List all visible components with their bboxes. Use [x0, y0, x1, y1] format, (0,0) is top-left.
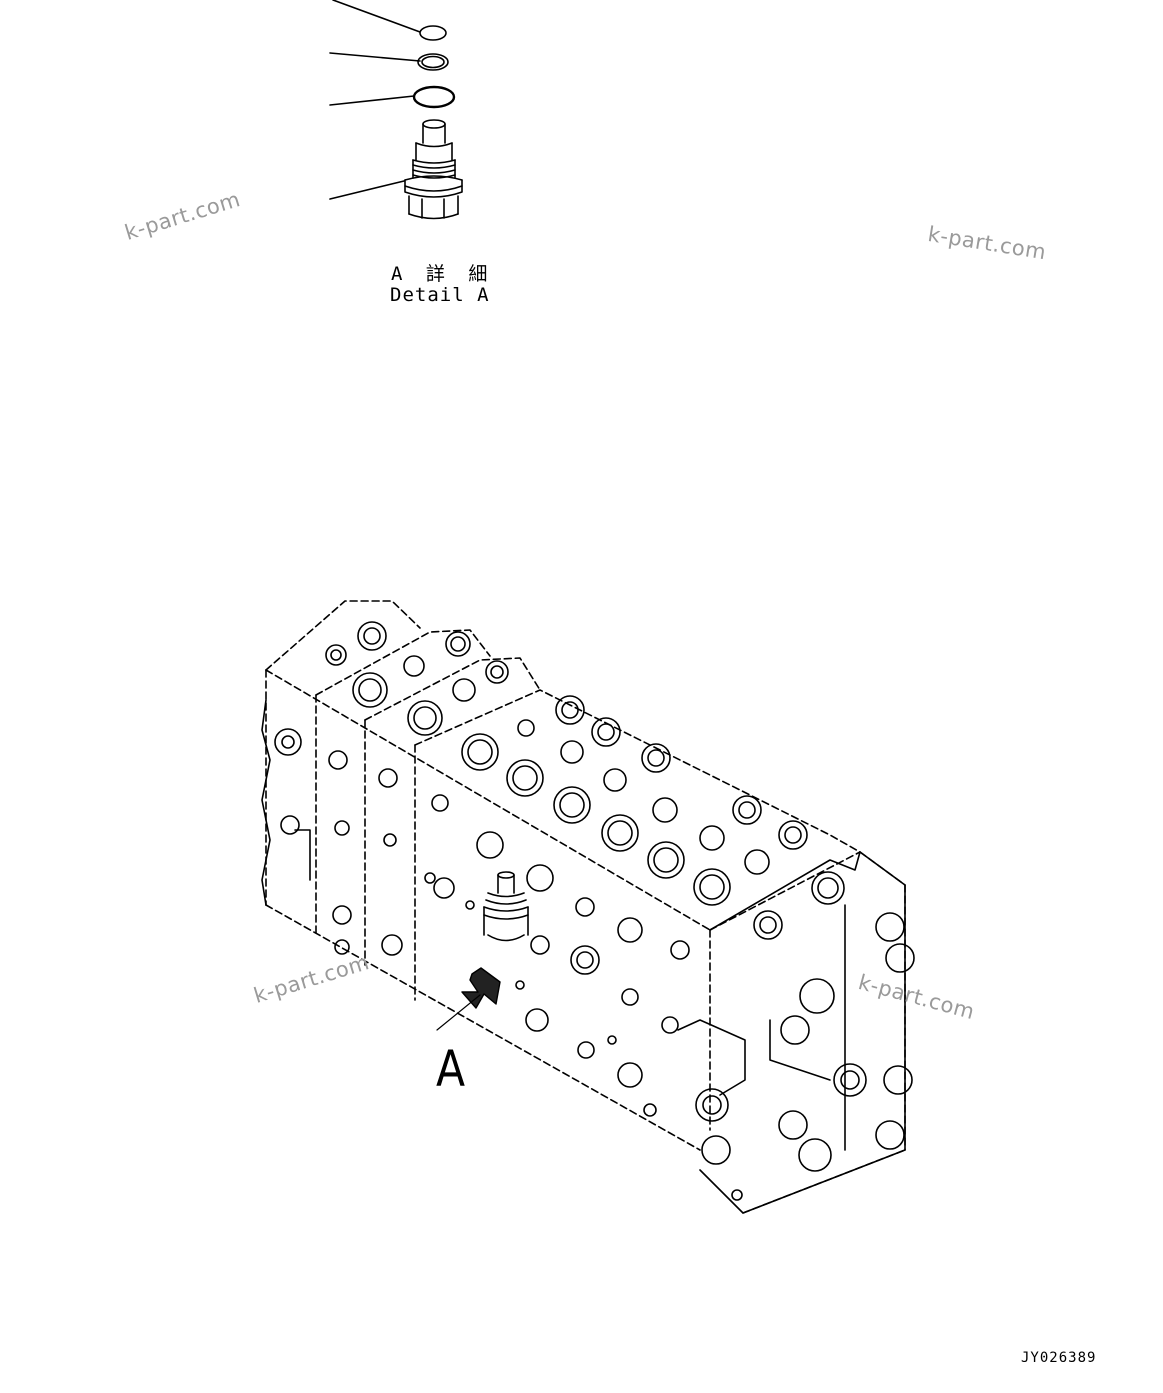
- front-face-holes: [328, 750, 690, 1117]
- top-face-ports: [325, 621, 845, 940]
- backup-ring: [417, 53, 449, 71]
- view-label: A: [436, 1040, 466, 1098]
- detail-a-exploded-view: [329, 0, 463, 220]
- leader-line-plug: [329, 180, 405, 200]
- installed-plug: [483, 871, 529, 942]
- plug-valve: [404, 119, 463, 220]
- detail-title-japanese: A 詳 細: [391, 263, 494, 285]
- drawing-number: JY026389: [1021, 1350, 1097, 1366]
- left-end-plate: [261, 699, 311, 906]
- small-seal-ring: [419, 25, 447, 41]
- leader-line-small-seal: [332, 0, 421, 33]
- end-cover: [677, 851, 915, 1214]
- leader-line-o-ring: [329, 95, 415, 106]
- leader-line-backup-ring: [329, 52, 421, 62]
- o-ring: [412, 85, 456, 109]
- view-arrow-icon: [461, 967, 501, 1009]
- detail-title-english: Detail A: [390, 284, 490, 306]
- control-valve-assembly: [261, 600, 915, 1214]
